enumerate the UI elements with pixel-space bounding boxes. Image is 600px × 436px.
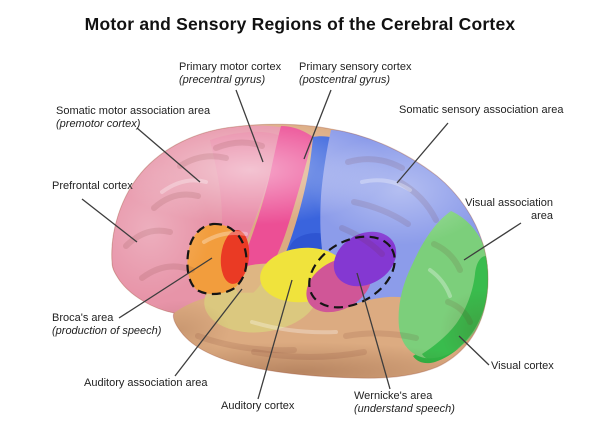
label-wernicke-area: Wernicke's area (understand speech) [354,390,455,415]
label-text: Visual association [465,197,553,209]
label-subtext: (production of speech) [52,324,162,337]
label-text: Auditory cortex [221,400,295,412]
label-text: Broca's area [52,312,114,324]
leader-somatic-sensory [396,122,449,184]
leader-somatic-motor [136,127,201,183]
label-prefrontal-cortex: Prefrontal cortex [52,180,133,193]
broca-area-red-region [220,230,250,284]
wernicke-area-purple-region [333,231,397,287]
label-auditory-association-area: Auditory association area [84,377,208,390]
label-text: Somatic motor association area [56,105,211,117]
diagram-title: Motor and Sensory Regions of the Cerebra… [84,14,516,34]
leader-primary-motor [235,89,264,163]
label-visual-cortex: Visual cortex [491,360,554,373]
leader-visual-association [463,222,522,261]
label-subtext: (premotor cortex) [56,117,141,130]
label-auditory-cortex: Auditory cortex [221,400,294,413]
gyri-highlights [160,178,452,335]
wernicke-area-dashed-outline [308,235,396,309]
brain-outline [111,123,489,379]
label-subtext: (postcentral gyrus) [299,73,391,86]
leader-wernicke [356,272,391,390]
leader-visual [458,335,490,366]
label-primary-sensory-cortex: Primary sensory cortex (postcentral gyru… [299,61,411,86]
broca-area-dashed-outline [186,222,248,296]
leader-auditory-association [174,288,243,377]
label-primary-motor-cortex: Primary motor cortex (precentral gyrus) [179,61,281,86]
label-visual-association-area: Visual association area [465,197,553,222]
label-text: Visual cortex [491,360,554,372]
label-somatic-sensory-association-area: Somatic sensory association area [399,104,563,117]
leader-primary-sensory [303,89,332,160]
leader-auditory [257,279,293,400]
leader-lines [81,89,522,400]
leader-broca [118,257,213,319]
sulci-folds [123,139,473,360]
label-text: Primary motor cortex [179,61,282,73]
label-text: Wernicke's area [354,390,433,402]
label-subtext: (understand speech) [354,402,455,415]
label-text: area [530,209,553,222]
leader-prefrontal [81,198,138,243]
label-text: Somatic sensory association area [399,104,564,116]
label-somatic-motor-association-area: Somatic motor association area (premotor… [56,105,210,130]
label-subtext: (precentral gyrus) [179,73,266,86]
label-text: Prefrontal cortex [52,180,133,192]
label-text: Auditory association area [84,377,208,389]
label-text: Primary sensory cortex [299,61,412,73]
label-broca-area: Broca's area (production of speech) [52,312,161,337]
